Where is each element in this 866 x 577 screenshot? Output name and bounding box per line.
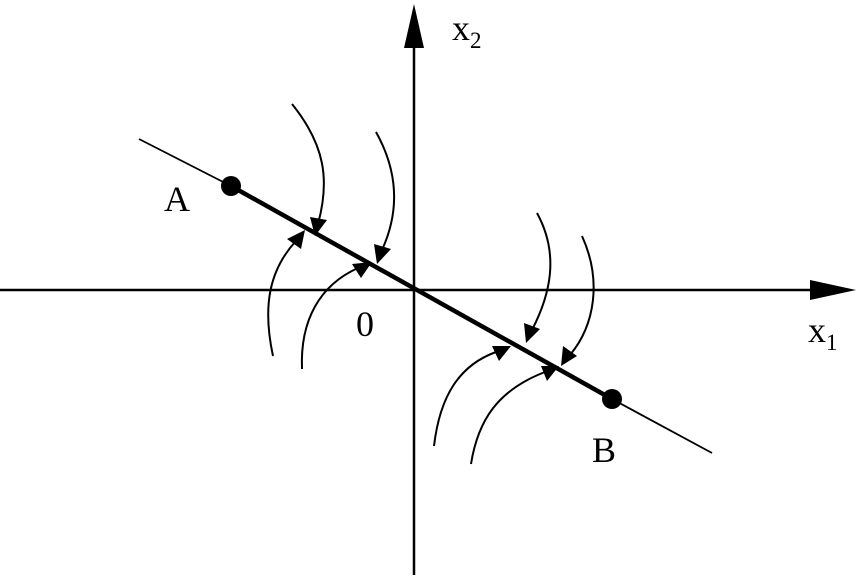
origin-label: 0 (356, 304, 374, 344)
x2-axis-subscript: 2 (470, 28, 482, 53)
trajectory-curve (531, 212, 552, 331)
trajectory-curve (291, 103, 325, 225)
point-b-label: B (592, 430, 616, 470)
point-a-dot (221, 176, 241, 196)
x1-axis-subscript: 1 (826, 330, 838, 355)
trajectory-arrowhead (524, 323, 540, 343)
x2-axis-label: x2 (452, 8, 482, 53)
trajectory-curve (433, 351, 497, 447)
trajectory-curve (470, 371, 546, 465)
trajectory-arrowhead (492, 346, 511, 361)
trajectory-arrowhead (310, 217, 327, 236)
trajectory-curve (375, 131, 395, 251)
trajectory-curve (267, 241, 296, 357)
trajectory-arrowhead (561, 346, 577, 366)
x1-axis-label: x1 (808, 310, 838, 355)
trajectory-curve (300, 267, 359, 370)
point-a-label: A (164, 179, 190, 219)
x1-axis-arrowhead (810, 280, 856, 300)
point-b-dot (602, 389, 622, 409)
line-extension-lower (611, 398, 713, 454)
trajectory-curve (569, 235, 595, 356)
line-extension-upper (138, 138, 232, 187)
x2-axis-arrowhead (404, 4, 424, 48)
trajectory-arrowhead (352, 262, 372, 278)
equilibrium-segment-ab (229, 184, 614, 401)
trajectory-arrowhead (541, 366, 559, 381)
trajectory-arrowhead (374, 244, 391, 264)
trajectory-arrowhead (287, 230, 305, 249)
